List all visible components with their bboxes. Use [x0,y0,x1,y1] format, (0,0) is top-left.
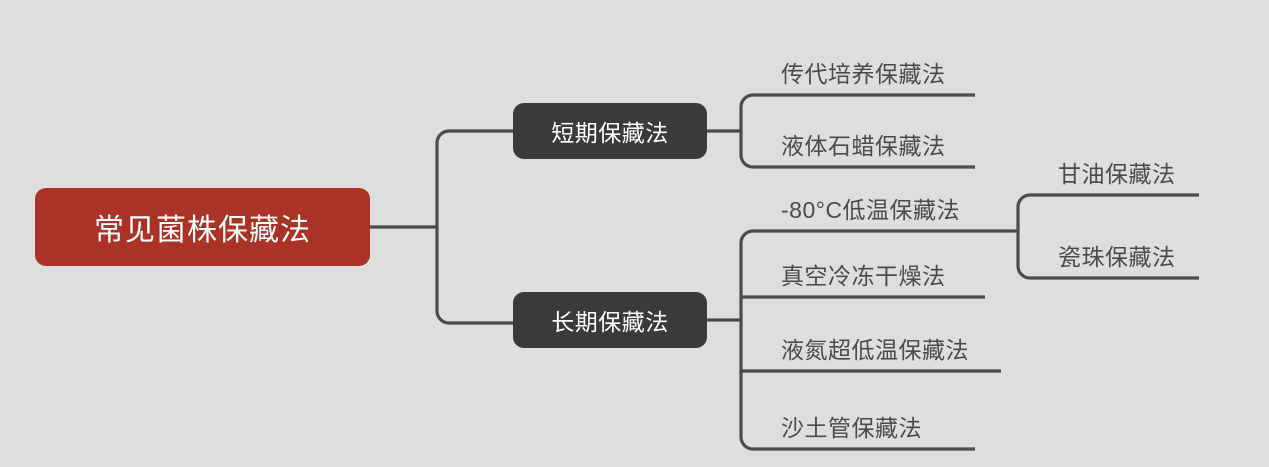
leaf-node-subculture[interactable]: 传代培养保藏法 [741,45,975,95]
connector-root-bracket [435,129,513,325]
leaf-node-minus80-low-temp[interactable]: -80°C低温保藏法 [741,181,1010,231]
leaf-node-minus80-low-temp-label: -80°C低温保藏法 [781,197,961,223]
root-node-label: 常见菌株保藏法 [94,214,311,247]
leaf-node-sand-soil-tube-label: 沙土管保藏法 [781,415,922,441]
branch-node-short-term-label: 短期保藏法 [551,120,669,146]
root-node[interactable]: 常见菌株保藏法 [35,188,370,266]
leaf-node-liquid-paraffin[interactable]: 液体石蜡保藏法 [741,117,975,167]
branch-node-short-term[interactable]: 短期保藏法 [513,103,707,159]
leaf-node-sand-soil-tube[interactable]: 沙土管保藏法 [741,399,975,449]
leaf-node-ceramic-bead[interactable]: 瓷珠保藏法 [1018,228,1199,278]
leaf-node-vacuum-freeze-drying[interactable]: 真空冷冻干燥法 [741,247,985,297]
leaf-node-liquid-paraffin-label: 液体石蜡保藏法 [781,133,946,159]
leaf-node-vacuum-freeze-drying-label: 真空冷冻干燥法 [781,263,946,289]
leaf-node-ceramic-bead-label: 瓷珠保藏法 [1058,244,1176,270]
leaf-node-liquid-nitrogen[interactable]: 液氮超低温保藏法 [741,321,1001,371]
leaf-node-glycerol-label: 甘油保藏法 [1058,161,1176,187]
branch-node-long-term[interactable]: 长期保藏法 [513,292,707,348]
branch-node-long-term-label: 长期保藏法 [551,309,669,335]
leaf-node-glycerol[interactable]: 甘油保藏法 [1018,145,1199,195]
leaf-node-liquid-nitrogen-label: 液氮超低温保藏法 [781,337,969,363]
leaf-node-subculture-label: 传代培养保藏法 [781,61,946,87]
